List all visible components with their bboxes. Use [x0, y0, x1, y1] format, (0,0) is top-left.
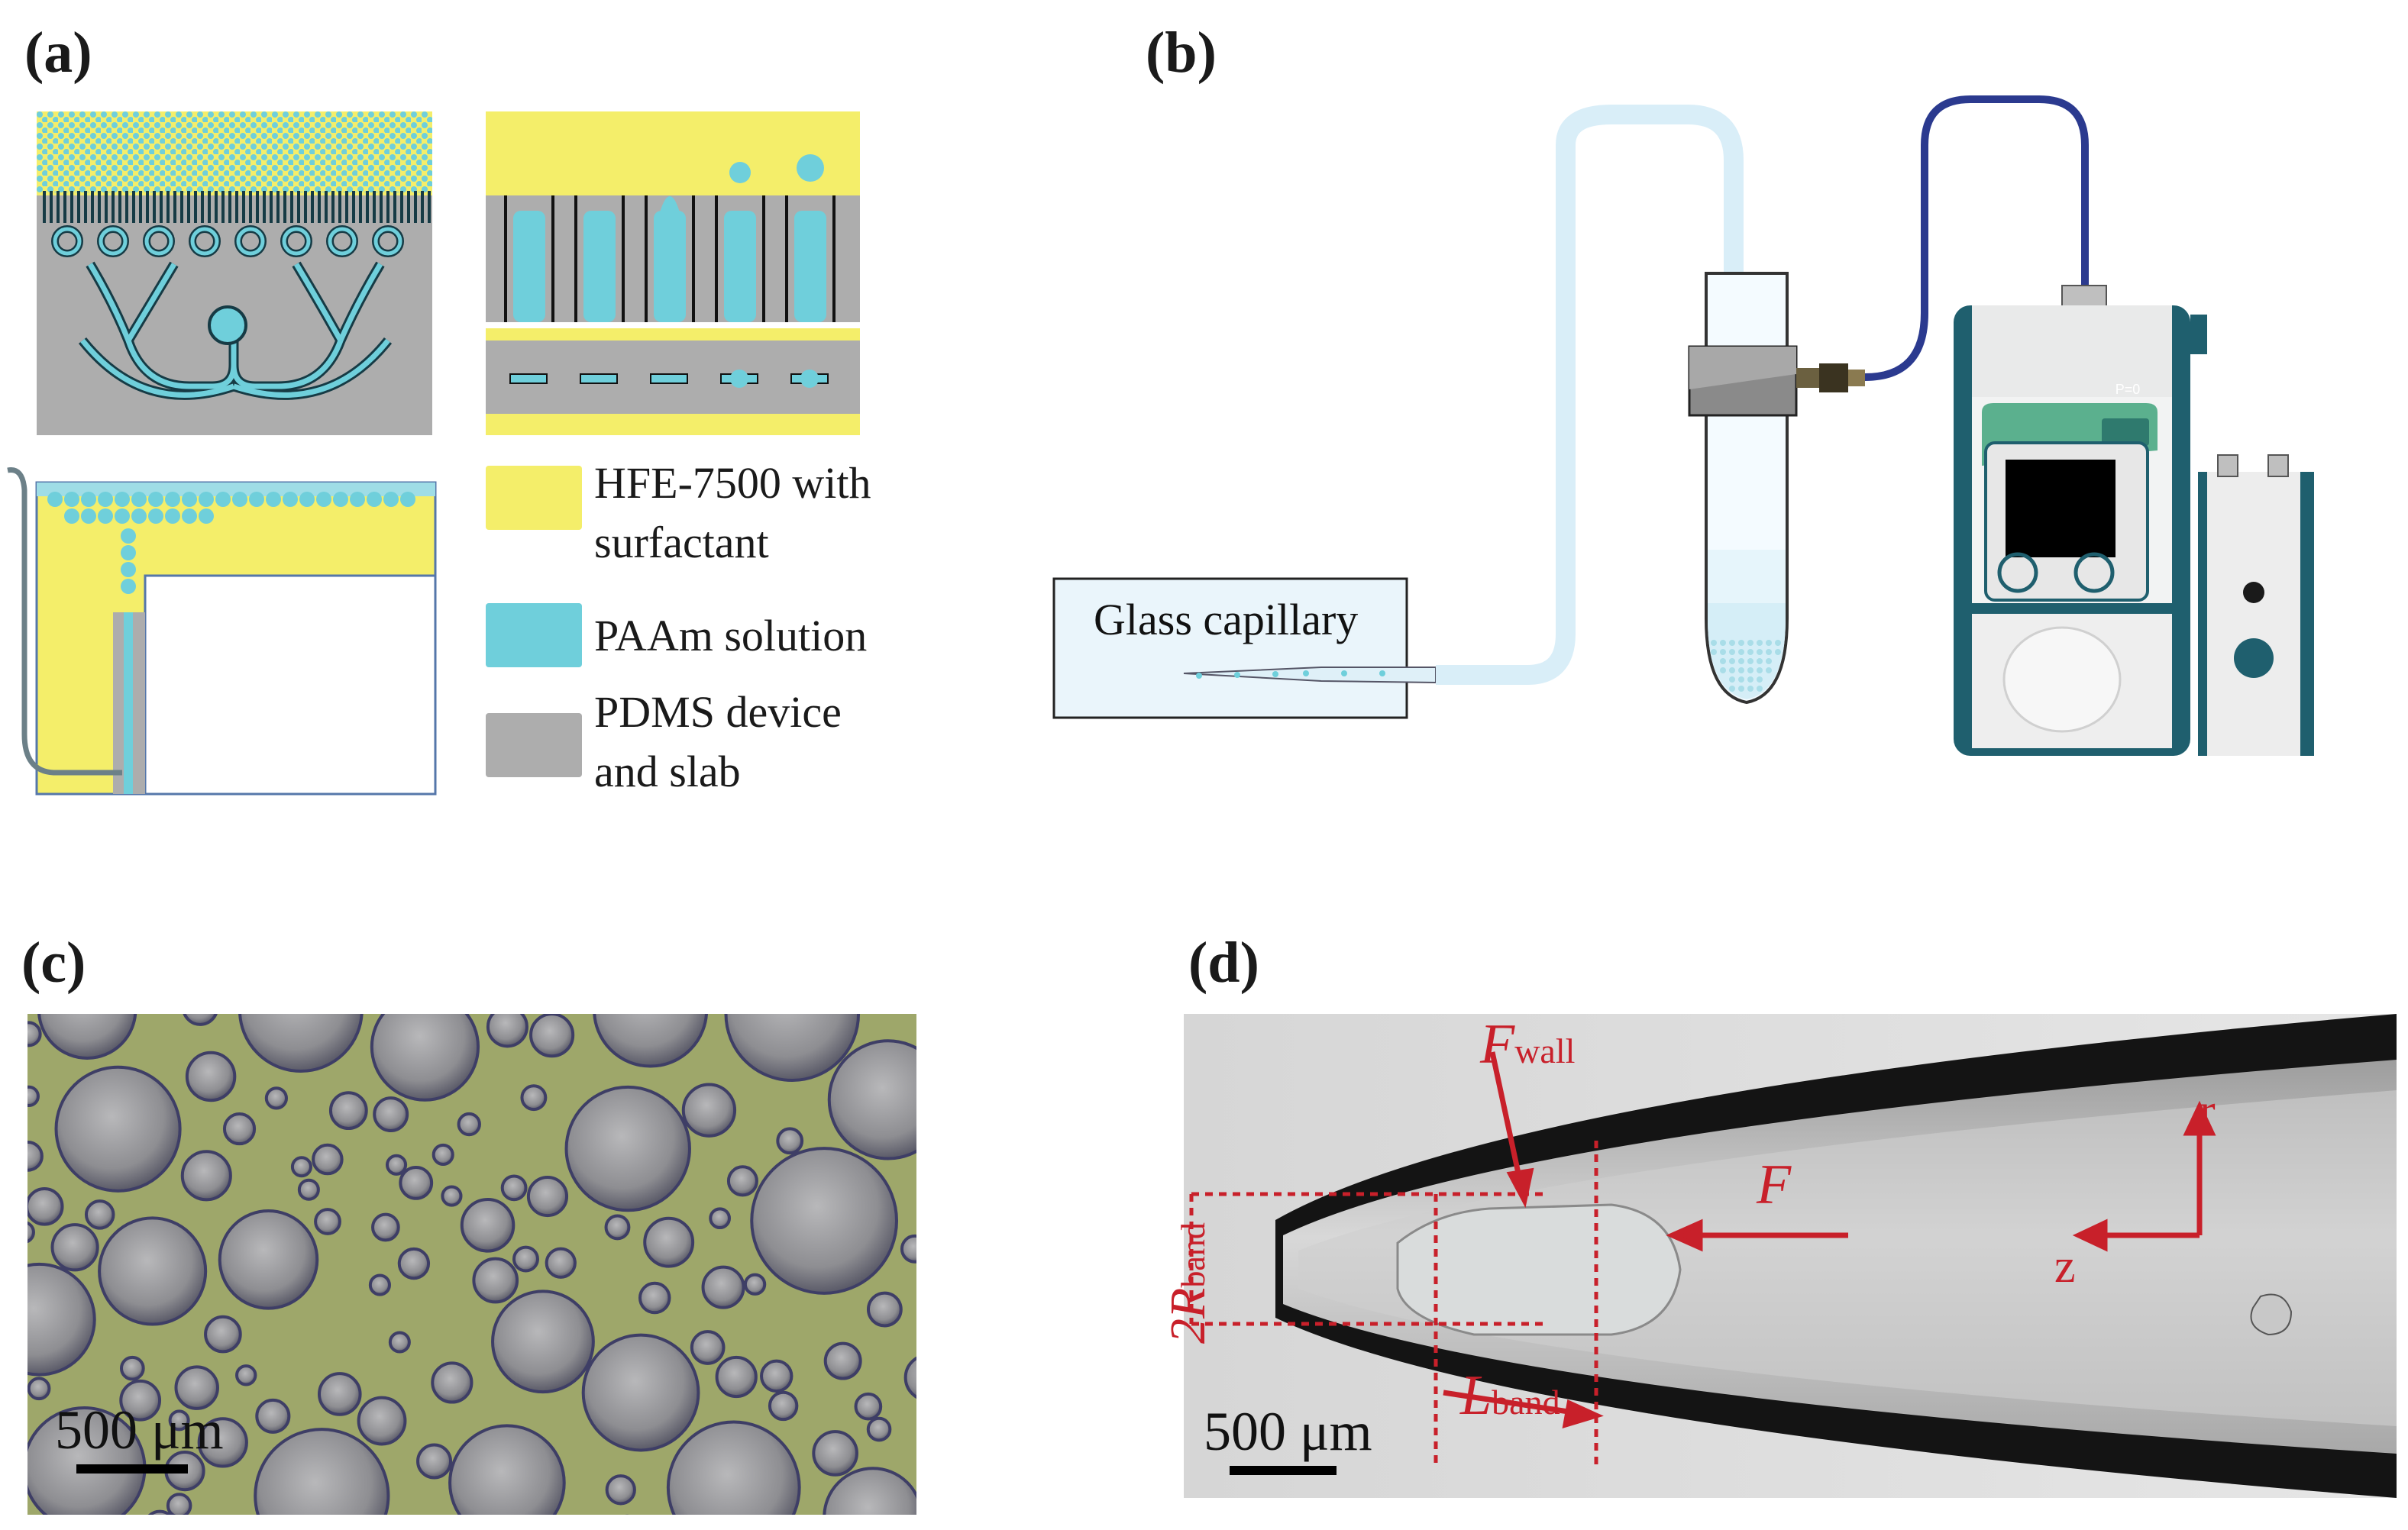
capillary-micrograph [1184, 1014, 2397, 1498]
step-emulsification-schematic [486, 111, 860, 435]
scale-bar-d [1230, 1466, 1337, 1475]
legend-paam-label: PAAm solution [594, 611, 868, 660]
scale-bar-label-c: 500 μm [55, 1399, 224, 1461]
legend-swatch-pdms [486, 713, 582, 777]
panel-label-d: (d) [1188, 931, 1259, 995]
panel-label-a: (a) [24, 21, 92, 85]
force-label: F [1757, 1154, 1792, 1216]
scale-bar-c [76, 1464, 188, 1474]
scale-bar-label-d: 500 μm [1204, 1401, 1372, 1462]
force-wall-label: Fwall [1480, 1013, 1576, 1076]
radius-band-label: 2Rband [1160, 1222, 1216, 1344]
controller-display-text: P=0 [2115, 382, 2141, 397]
length-band-label: Lband [1460, 1364, 1560, 1427]
collection-well-schematic [7, 467, 437, 796]
glass-capillary-label: Glass capillary [1094, 595, 1359, 644]
droplet-generator-schematic [37, 111, 432, 435]
legend-swatch-oil [486, 466, 582, 530]
panel-label-b: (b) [1146, 21, 1217, 85]
legend-swatch-paam [486, 603, 582, 667]
panel-label-c: (c) [21, 931, 86, 995]
setup-illustration [1052, 95, 2314, 756]
axis-r-label: r [2200, 1085, 2216, 1137]
microgel-micrograph [27, 1014, 916, 1515]
axis-z-label: z [2054, 1241, 2076, 1293]
